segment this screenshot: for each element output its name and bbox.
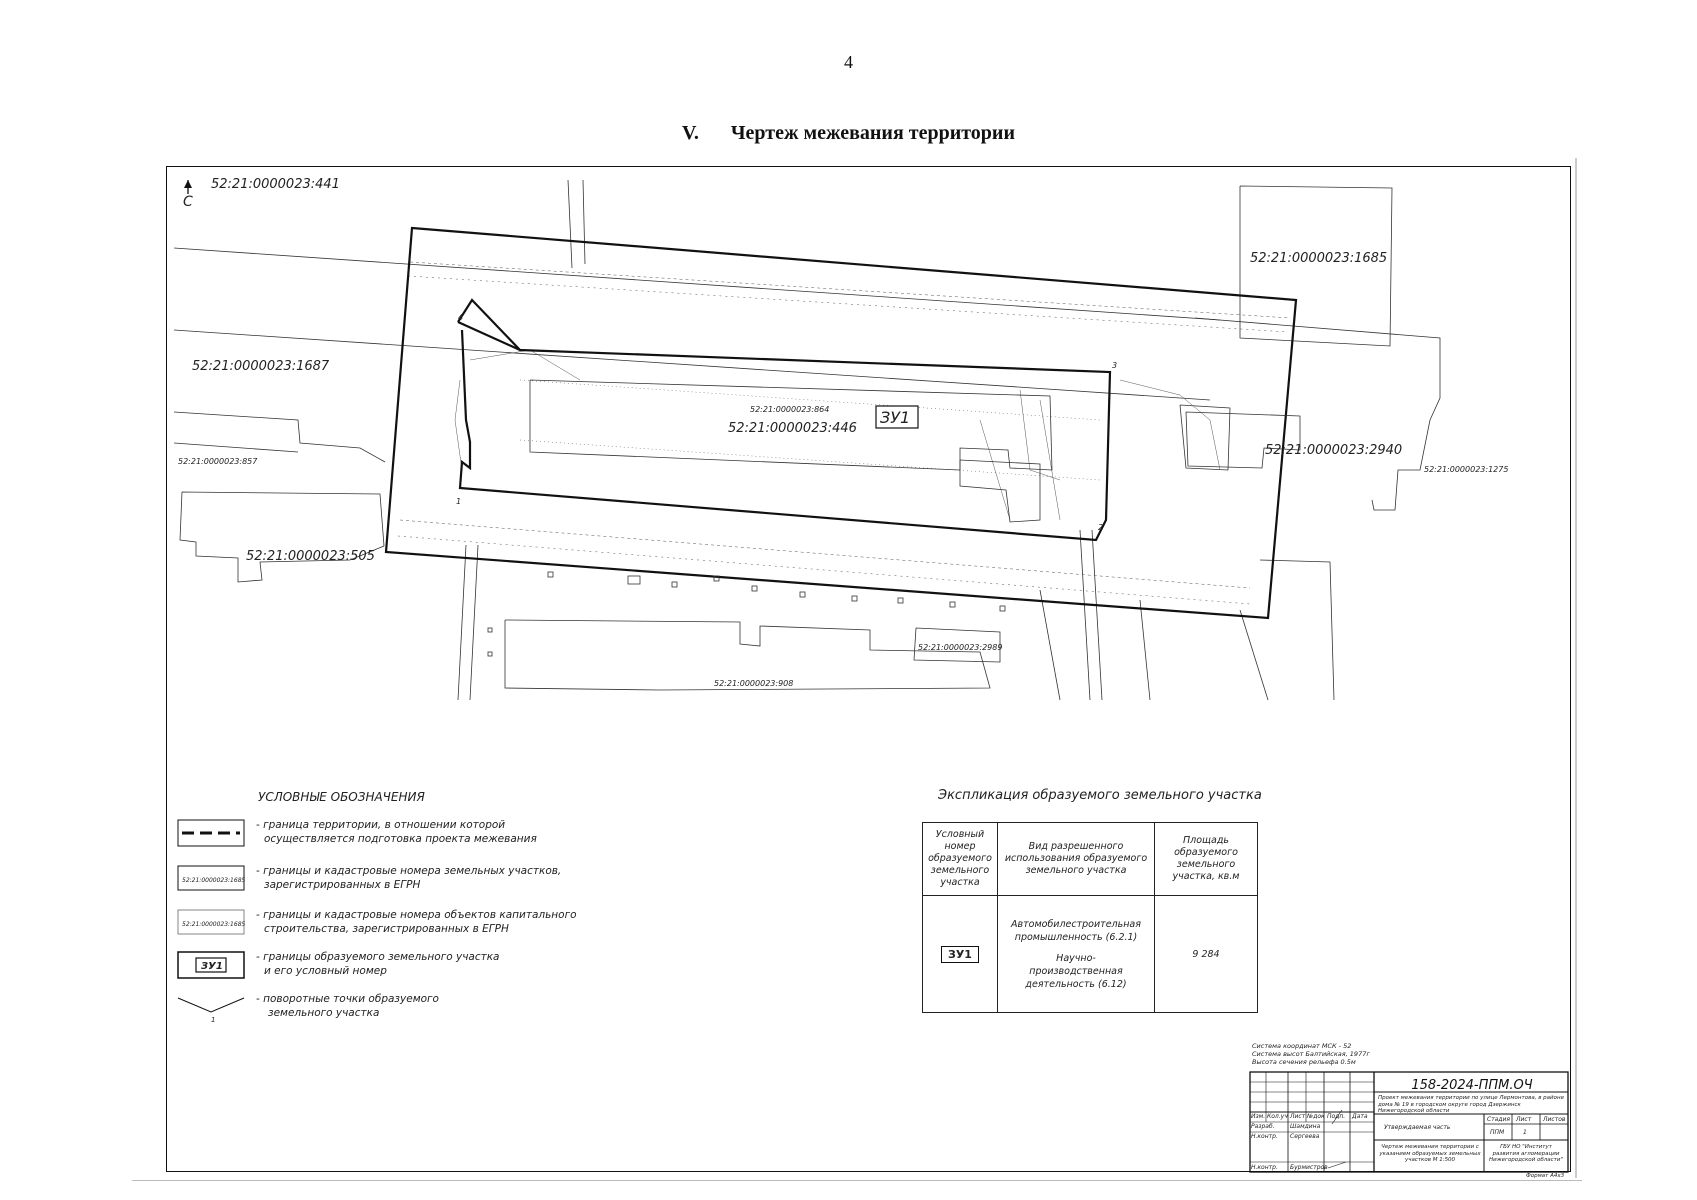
title-block-grid xyxy=(1249,1071,1569,1173)
page-number: 4 xyxy=(844,52,853,72)
survey-details xyxy=(397,261,1291,605)
legend-item-buildings-line2: строительства, зарегистрированных в ЕГРН xyxy=(264,923,509,935)
stamp-col-kol: Кол.уч xyxy=(1267,1113,1288,1120)
legend-title: УСЛОВНЫЕ ОБОЗНАЧЕНИЯ xyxy=(258,790,425,804)
legend-samples xyxy=(177,819,245,1013)
stamp-sheets-label: Листов xyxy=(1543,1116,1566,1123)
explication-header-use: Вид разрешенного использования образуемо… xyxy=(997,822,1155,896)
cadastral-lines xyxy=(173,179,1441,701)
legend-item-points: - поворотные точки образуемого земельног… xyxy=(256,992,439,1020)
stamp-razrab-name: Шамдина xyxy=(1290,1123,1321,1130)
legend-item-zu: - границы образуемого земельного участка… xyxy=(256,950,500,978)
stamp-col-list: Лист xyxy=(1290,1113,1306,1120)
stamp-org: ГБУ НО "Институт развития агломерации Ни… xyxy=(1489,1144,1563,1163)
legend-item-zu-line2: и его условный номер xyxy=(264,965,387,977)
stamp-razrab: Разраб. xyxy=(1251,1123,1275,1130)
coordinate-notes: Система координат МСК - 52 Система высот… xyxy=(1252,1042,1370,1066)
explication-header-number: Условный номер образуемого земельного уч… xyxy=(922,822,998,896)
stamp-gip: Н.контр. xyxy=(1251,1164,1278,1171)
stamp-col-izm: Изм. xyxy=(1251,1113,1266,1120)
explication-zu-label: ЗУ1 xyxy=(941,945,979,963)
stamp-sheet-title: Чертеж межевания территории с указанием … xyxy=(1379,1144,1481,1163)
territory-boundary xyxy=(384,226,1298,620)
parcel-label-857: 52:21:0000023:857 xyxy=(178,457,258,466)
section-title: Чертеж межевания территории xyxy=(730,122,1015,144)
stamp-col-data: Дата xyxy=(1352,1113,1368,1120)
stamp-sheet-label: Лист xyxy=(1516,1116,1532,1123)
parcel-label-2989: 52:21:0000023:2989 xyxy=(918,643,1002,652)
stamp-col-ndok: №док xyxy=(1307,1113,1325,1120)
legend-item-parcels-line1: - границы и кадастровые номера земельных… xyxy=(256,865,562,877)
legend-item-points-line2: земельного участка xyxy=(268,1007,380,1019)
stamp-col-podp: Подп. xyxy=(1327,1113,1346,1120)
stamp-part: Утверждаемая часть xyxy=(1384,1124,1451,1131)
parcel-label-2940: 52:21:0000023:2940 xyxy=(1265,443,1402,458)
stamp-sheet-value: 1 xyxy=(1523,1129,1527,1136)
explication-header-row: Условный номер образуемого земельного уч… xyxy=(922,822,1258,896)
legend-item-buildings-line1: - границы и кадастровые номера объектов … xyxy=(256,909,577,921)
svg-text:2: 2 xyxy=(1098,523,1103,532)
stamp-stage-value: ППМ xyxy=(1490,1129,1505,1136)
zu1-map-box xyxy=(875,405,919,429)
section-heading: V. Чертеж межевания территории xyxy=(0,122,1697,145)
legend-item-territory: - граница территории, в отношении которо… xyxy=(256,818,537,846)
explication-cell-number: ЗУ1 xyxy=(922,895,998,1013)
legend-item-buildings: - границы и кадастровые номера объектов … xyxy=(256,908,577,936)
parcel-label-1275: 52:21:0000023:1275 xyxy=(1424,465,1508,474)
explication-cell-area: 9 284 xyxy=(1154,895,1258,1013)
survey-markers xyxy=(487,571,1006,657)
zu1-boundary xyxy=(457,298,1112,542)
parcel-label-1685: 52:21:0000023:1685 xyxy=(1250,251,1387,266)
drawing-code: 158-2024-ППМ.ОЧ xyxy=(1411,1078,1533,1093)
section-number: V. xyxy=(682,122,699,144)
stamp-stage-label: Стадия xyxy=(1487,1116,1511,1123)
note-height-system: Система высот Балтийская, 1977г xyxy=(1252,1050,1370,1058)
parcel-label-441: 52:21:0000023:441 xyxy=(211,177,340,192)
explication-header-area: Площадь образуемого земельного участка, … xyxy=(1154,822,1258,896)
north-label: С xyxy=(183,194,193,210)
stamp-project: Проект межевания территории по улице Лер… xyxy=(1378,1095,1564,1114)
explication-row: ЗУ1 Автомобилестроительная промышленност… xyxy=(922,895,1258,1013)
svg-text:4: 4 xyxy=(458,313,463,322)
legend-sample-point: 1 xyxy=(211,1016,215,1024)
legend-item-zu-line1: - границы образуемого земельного участка xyxy=(256,951,500,963)
zu1-map-label: ЗУ1 xyxy=(880,408,910,427)
legend-sample-building: 52:21:0000023:1685 xyxy=(182,921,246,928)
parcel-label-446: 52:21:0000023:446 xyxy=(728,421,857,436)
parcel-label-908: 52:21:0000023:908 xyxy=(714,679,793,688)
parcel-label-864: 52:21:0000023:864 xyxy=(750,405,829,414)
legend-sample-parcel: 52:21:0000023:1685 xyxy=(182,877,246,884)
stamp-gip-name: Бурмистров xyxy=(1290,1164,1328,1171)
legend-item-parcels: - границы и кадастровые номера земельных… xyxy=(256,864,561,892)
legend-item-territory-line1: - граница территории, в отношении которо… xyxy=(256,819,506,831)
turning-points: 4 3 2 1 xyxy=(456,313,1117,532)
legend-sample-zu: ЗУ1 xyxy=(201,961,223,972)
drawing-sheet xyxy=(166,166,1571,1172)
explication-cell-use: Автомобилестроительная промышленность (6… xyxy=(997,895,1155,1013)
parcel-label-1687: 52:21:0000023:1687 xyxy=(192,359,330,374)
north-arrow-icon xyxy=(184,180,192,194)
svg-text:1: 1 xyxy=(456,497,461,506)
stamp-nkontr: Н.контр. xyxy=(1251,1133,1278,1140)
note-relief: Высота сечения рельефа 0.5м xyxy=(1252,1058,1356,1066)
parcel-label-505: 52:21:0000023:505 xyxy=(246,549,375,564)
building-outlines xyxy=(529,379,1301,523)
legend-item-parcels-line2: зарегистрированных в ЕГРН xyxy=(264,879,421,891)
legend-item-points-line1: - поворотные точки образуемого xyxy=(256,993,439,1005)
note-coordinate-system: Система координат МСК - 52 xyxy=(1252,1042,1352,1050)
explication-title: Экспликация образуемого земельного участ… xyxy=(938,788,1262,803)
explication-table: Условный номер образуемого земельного уч… xyxy=(922,822,1258,1013)
explication-use-1: Автомобилестроительная промышленность (6… xyxy=(1011,918,1141,943)
sheet-edge xyxy=(1575,158,1577,1178)
legend-item-territory-line2: осуществляется подготовка проекта межева… xyxy=(264,833,537,845)
stamp-format: Формат А4х3 xyxy=(1526,1173,1565,1179)
explication-use-2: Научно-производственная деятельность (6.… xyxy=(1025,952,1127,990)
svg-text:3: 3 xyxy=(1112,361,1117,370)
stamp-nkontr-name: Сергеева xyxy=(1290,1133,1320,1140)
page-bottom-line xyxy=(132,1180,1582,1181)
